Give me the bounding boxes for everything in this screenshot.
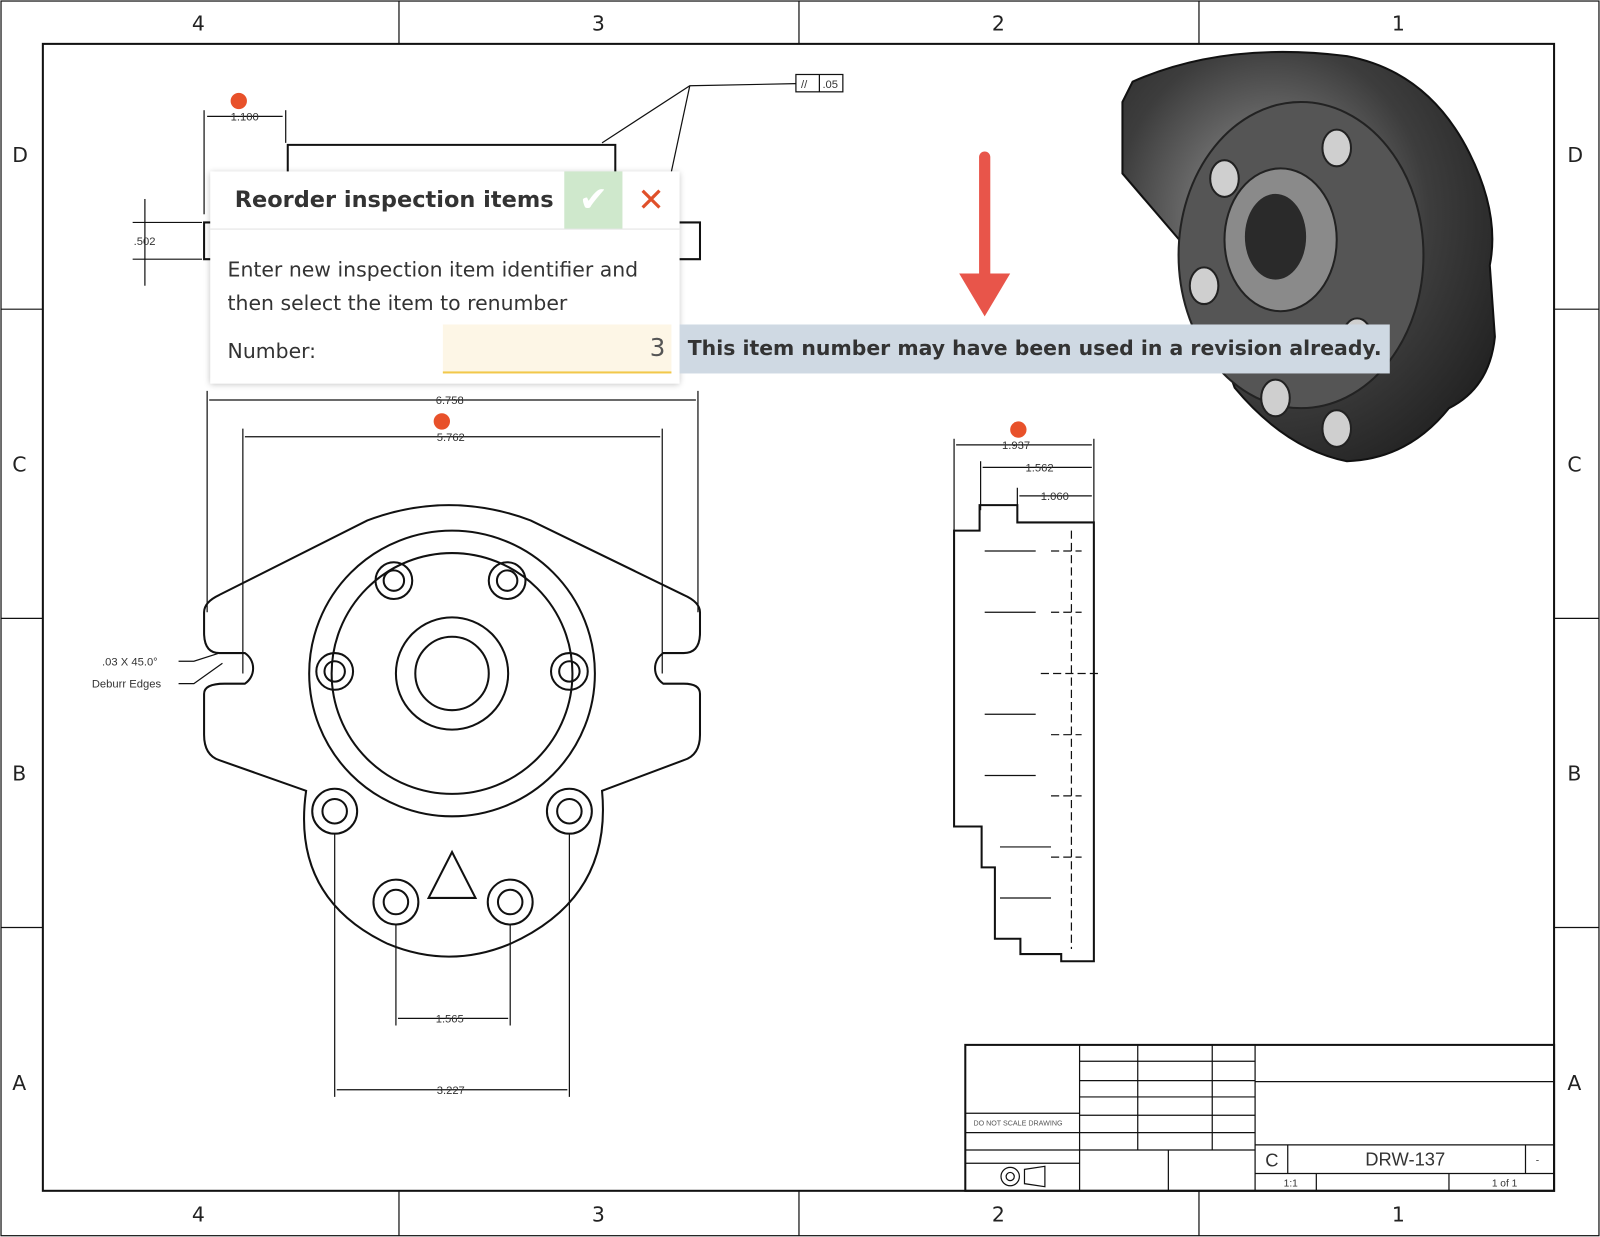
scale: 1:1: [1284, 1179, 1298, 1190]
zone-row-a-left: A: [12, 1071, 26, 1095]
dim-slot-width: 5.762: [437, 432, 465, 444]
zone-col-1-top: 1: [1392, 12, 1405, 36]
callout-arrow: [959, 151, 1011, 317]
zone-col-4-bottom: 4: [192, 1202, 205, 1226]
dialog-description: Enter new inspection item identifier and…: [227, 257, 639, 316]
do-not-scale-note: DO NOT SCALE DRAWING: [973, 1120, 1063, 1128]
zone-col-1-bottom: 1: [1392, 1202, 1405, 1226]
zone-row-c-left: C: [12, 452, 26, 476]
cancel-button[interactable]: ✕: [622, 171, 679, 228]
check-icon: ✔: [578, 179, 608, 221]
deburr-note: Deburr Edges: [92, 679, 162, 691]
zone-row-b-left: B: [12, 762, 26, 786]
dim-side-depth-2: 1.562: [1026, 462, 1054, 474]
sheet-size: C: [1265, 1149, 1278, 1170]
zone-row-d-left: D: [12, 143, 28, 167]
chamfer-note: .03 X 45.0°: [102, 656, 158, 668]
number-label: Number:: [227, 338, 317, 364]
drawing-number: DRW-137: [1365, 1148, 1445, 1169]
number-input[interactable]: [442, 324, 672, 374]
dialog-title: Reorder inspection items: [234, 187, 554, 214]
flatness-symbol: //: [801, 79, 808, 91]
dim-top-width: 1.100: [231, 111, 259, 123]
zone-col-3-bottom: 3: [592, 1202, 605, 1226]
revision: -: [1536, 1155, 1539, 1166]
dim-side-depth-1: 1.937: [1002, 440, 1030, 452]
confirm-button[interactable]: ✔: [564, 171, 623, 229]
zone-col-2-bottom: 2: [992, 1202, 1005, 1226]
zone-row-c-right: C: [1567, 452, 1581, 476]
inspection-balloon[interactable]: [230, 92, 247, 110]
zone-row-d-right: D: [1567, 143, 1583, 167]
warning-tooltip: This item number may have been used in a…: [679, 324, 1390, 374]
zone-col-3-top: 3: [592, 12, 605, 36]
inspection-balloon[interactable]: [1010, 421, 1027, 438]
front-view: 6.758 5.762 1.565 3.227 .03 X 45.0° Debu…: [92, 390, 702, 1097]
zone-row-a-right: A: [1567, 1071, 1581, 1095]
isometric-view: [1121, 50, 1496, 463]
dim-bolt-spacing-large: 3.227: [437, 1085, 465, 1097]
dim-thickness: .502: [134, 236, 156, 248]
flatness-value: .05: [822, 79, 838, 91]
zone-col-2-top: 2: [992, 12, 1005, 36]
side-view: 1.937 1.562 1.060: [953, 421, 1100, 963]
dim-bolt-spacing-small: 1.565: [436, 1013, 464, 1025]
zone-row-b-right: B: [1567, 762, 1581, 786]
sheet-number: 1 of 1: [1492, 1179, 1518, 1190]
close-icon: ✕: [637, 180, 665, 220]
dim-overall-width: 6.758: [436, 395, 464, 407]
title-block: DO NOT SCALE DRAWING C DRW-137 - 1:1 1 o…: [964, 1043, 1556, 1192]
dialog-header: Reorder inspection items ✔ ✕: [210, 171, 680, 230]
dim-side-depth-3: 1.060: [1041, 491, 1069, 503]
zone-col-4-top: 4: [192, 12, 205, 36]
reorder-inspection-dialog: Reorder inspection items ✔ ✕ Enter new i…: [210, 171, 680, 384]
inspection-balloon[interactable]: [433, 413, 450, 430]
